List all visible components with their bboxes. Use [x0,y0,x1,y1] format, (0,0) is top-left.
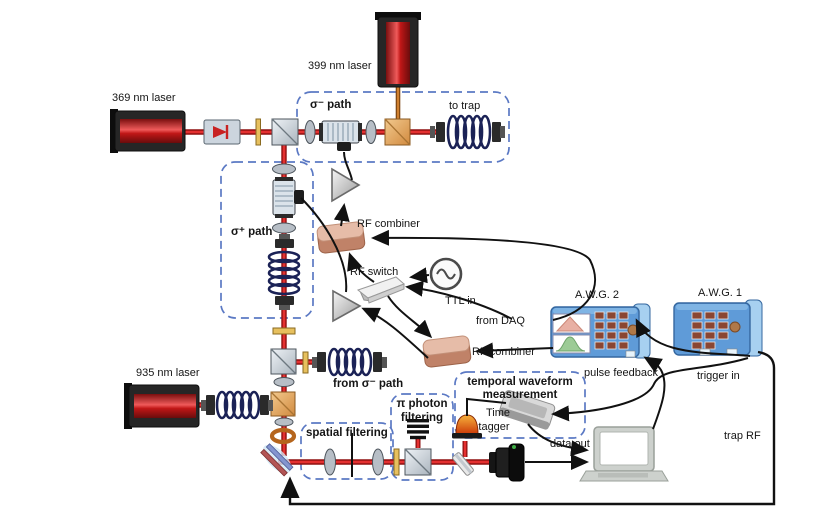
rf-switch-device [356,276,405,304]
label-spatial-filtering: spatial filtering [306,427,388,439]
waveplate-369 [255,118,261,146]
waveplate-detection [393,448,400,476]
line-awg2-to-combiner-top [371,229,596,321]
fiber-coupler [275,296,294,310]
camera [489,443,525,482]
beam-pi-filter [415,438,468,457]
lens [272,163,296,175]
label-from-daq: from DAQ [476,315,525,327]
lens [324,448,336,476]
filter-stack [407,419,429,440]
line-tagger-data-out [527,423,589,457]
ion-trap [260,443,294,477]
laser-399nm [375,12,421,88]
line-switch-to-combiner-top [347,252,375,283]
time-tagger-device [499,390,556,430]
fiber-coupler [312,352,326,372]
laser-369nm [110,109,186,153]
label-twm-1: temporal waveform [467,376,573,388]
label-rf-combiner-bottom: RF combiner [472,346,535,358]
fiber-coupler [260,395,273,415]
fiber-coupler [373,352,387,372]
line-ttl-from-daq [405,280,513,320]
fiber-coil-935 [215,390,261,420]
label-awg-2: A.W.G. 2 [575,289,620,301]
rf-combiner-bottom [422,335,472,368]
line-siggen-to-switch [409,267,430,284]
cable-amp-to-aom-sigma-minus [343,151,353,181]
fiber-coupler [430,122,445,142]
objective-ring [269,427,297,445]
line-sync-to-time-tagger [551,357,749,422]
fiber-coil-from-sigma-minus [327,347,373,377]
lens [273,377,295,387]
cable-amp-to-aom-sigma-plus [300,197,348,293]
fiber-coupler [201,395,215,415]
aom-sigma-plus [272,177,304,218]
beamsplitter-cube-399 [384,118,411,146]
lens [372,448,384,476]
label-time-tagger-1: Time [485,407,511,419]
lens [304,120,316,144]
label-time-tagger-2: tagger [478,421,510,433]
label-to-trap: to trap [449,100,481,112]
label-pulse-feedback: pulse feedback [584,367,658,379]
signal-generator [429,257,463,291]
line-trap-rf [280,350,776,506]
label-sigma-minus-path: σ⁻ path [310,99,352,111]
fiber-coupler [275,234,294,248]
line-pulse-feedback [643,356,666,430]
label-laser-369: 369 nm laser [112,92,176,104]
label-data-out: data out [550,438,590,450]
beamsplitter-cube-369 [271,118,299,146]
line-trigger-in [635,318,751,357]
label-trigger-in: trigger in [697,370,740,382]
label-trap-rf: trap RF [724,430,761,442]
label-rf-switch: RF switch [350,266,399,278]
line-combiner-to-amp2 [361,307,429,359]
awg-2 [550,303,651,359]
label-pi-photon-1: π photon [396,398,448,410]
label-sigma-plus-path: σ⁺ path [231,226,273,238]
waveplate-return [302,351,309,374]
label-from-sigma-minus: from σ⁻ path [333,378,404,390]
line-combiner-to-amp1 [333,203,350,227]
amplifier-sigma-plus [332,289,362,323]
awg-1 [673,299,763,357]
line-awg2-to-combiner-bottom [475,342,554,359]
laptop [579,426,669,482]
pmt-detector [452,414,482,439]
pi-photon-filtering-box [390,393,454,481]
lens [272,222,296,234]
beamsplitter-cube-935 [270,391,296,417]
optical-isolator [203,119,241,145]
label-awg-1: A.W.G. 1 [698,287,743,299]
line-pmt-to-tagger [466,397,507,416]
sigma-plus-path-box [220,161,314,319]
label-twm-2: measurement [482,389,558,401]
temporal-waveform-box [454,371,586,439]
beamsplitter-cube-combine [270,348,297,375]
spatial-filtering-box [300,422,394,480]
polarizing-beamsplitter [404,448,432,476]
lens [365,120,377,144]
amplifier-sigma-minus [331,167,361,203]
lens [274,417,294,427]
fiber-coil-sigma-plus [267,250,301,296]
waveplate-lower [272,327,296,335]
aom-sigma-minus [319,120,362,151]
label-pi-photon-2: filtering [400,412,444,424]
fiber-coil-to-trap [446,114,492,150]
label-rf-combiner-top: RF combiner [357,218,420,230]
laser-935nm [124,383,200,429]
flip-mirror [452,452,474,476]
line-switch-to-combiner-bottom [387,295,433,339]
label-laser-935: 935 nm laser [136,367,200,379]
fiber-coupler [492,122,505,142]
label-laser-399: 399 nm laser [308,60,372,72]
label-ttl-in: TTL in [445,295,476,307]
